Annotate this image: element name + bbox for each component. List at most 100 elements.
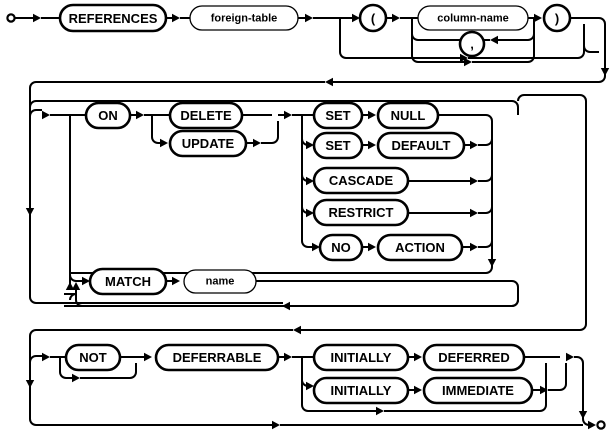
node-match-label: MATCH [105, 274, 151, 289]
join-null-rail [438, 114, 493, 150]
node-action: ACTION [376, 233, 464, 262]
node-comma-shape [458, 30, 486, 58]
arrow-to-rparen [534, 13, 542, 23]
match-branch-rail [69, 115, 82, 282]
arrow-row2-entry [42, 110, 50, 120]
update-branch-rail [151, 115, 160, 144]
node-deferred: DEFERRED [422, 343, 526, 372]
columnname-loop-skip-right [472, 46, 535, 63]
arrow-wrap2-left [293, 325, 301, 335]
wrap1-right-down [570, 17, 606, 76]
columnname-loop-skip-left [411, 46, 464, 63]
track-end-circle [596, 420, 606, 430]
arrow-match-to-name [172, 276, 180, 286]
arrow-after-update [253, 138, 261, 148]
row2-entry-stub [29, 109, 42, 117]
join-restrict-rail [478, 186, 493, 214]
wrap2-right-down-left [301, 101, 587, 331]
node-match: MATCH [88, 267, 168, 296]
arrow-to-match [82, 276, 90, 286]
node-update-label: UPDATE [182, 136, 235, 151]
rail-stub-setdefault [301, 138, 312, 146]
node-deferred-label: DEFERRED [438, 350, 510, 365]
node-rparen: ) [542, 3, 572, 33]
join-default-rail [478, 121, 493, 146]
node-set-null: SET [312, 101, 364, 130]
rail-stub-restrict [301, 206, 312, 214]
node-cascade-label: CASCADE [329, 173, 394, 188]
arrow-to-update [160, 138, 168, 148]
node-set-default-label: SET [325, 138, 350, 153]
node-initially-deferred-label: INITIALLY [331, 350, 392, 365]
on-loop-return-line [70, 121, 493, 274]
node-cascade: CASCADE [312, 166, 410, 195]
arrow-after-immediate [540, 385, 548, 395]
initially-bypass-rail [301, 357, 376, 412]
arrow-initially-to-deferred [414, 352, 422, 362]
row3-bypass-bottom [29, 400, 272, 426]
node-delete-label: DELETE [180, 108, 232, 123]
node-restrict-label: RESTRICT [329, 205, 394, 220]
wrap2-top-stub [524, 94, 587, 102]
bypass-paren-group-left [339, 18, 460, 59]
arrow-after-action [470, 242, 478, 252]
row2-bypass-bottom [29, 216, 283, 304]
onmatch-loop-corner [64, 293, 77, 301]
node-name-label: name [206, 276, 235, 288]
node-rparen-label: ) [555, 11, 559, 26]
node-restrict: RESTRICT [312, 198, 410, 227]
node-immediate-label: IMMEDIATE [442, 383, 514, 398]
arrow-onmatch-inner-up [71, 282, 81, 290]
action-alternatives-rail [301, 115, 312, 248]
join-cascade-rail [478, 152, 493, 182]
arrow-initially-to-immediate [414, 385, 422, 395]
arrow-row3-bypass-down [25, 380, 35, 388]
arrow-initially-bypass [376, 406, 384, 416]
rail-stub-cascade [301, 174, 312, 182]
node-initially-immediate-label: INITIALLY [331, 383, 392, 398]
arrow-to-initially-immediate [306, 381, 314, 391]
node-name: name [183, 269, 257, 294]
arrow-after-cascade [470, 176, 478, 186]
node-references: REFERENCES [58, 3, 168, 33]
node-default: DEFAULT [376, 131, 466, 160]
track-start-circle [6, 13, 16, 23]
arrow-to-end-circle [588, 420, 596, 430]
arrow-not-bypass [72, 373, 80, 383]
row3-entry-stub [29, 355, 42, 363]
arrow-after-restrict [470, 208, 478, 218]
node-null-label: NULL [391, 108, 426, 123]
node-on-label: ON [98, 108, 118, 123]
node-lparen: ( [358, 3, 388, 33]
node-deferrable: DEFERRABLE [154, 343, 280, 372]
arrow-to-deferrable [144, 352, 152, 362]
arrow-to-references [33, 13, 41, 23]
match-join-rail [256, 280, 519, 300]
node-set-default: SET [312, 131, 364, 160]
node-comma-label: , [470, 37, 474, 52]
onmatch-inner-return [75, 299, 519, 307]
node-no-label: NO [331, 240, 351, 255]
wrap1-into-row2 [29, 81, 325, 110]
arrow-comma-loop-back [490, 35, 498, 45]
row2-group-top-rail [29, 100, 519, 115]
node-comma: , [458, 30, 486, 58]
node-foreign-table-label: foreign-table [211, 13, 278, 25]
arrow-after-default [470, 140, 478, 150]
arrow-on-loop-down [487, 259, 497, 267]
arrow-wrap1-down [600, 68, 610, 76]
node-initially-immediate: INITIALLY [312, 376, 410, 405]
arrow-after-foreign-table [305, 13, 313, 23]
not-bypass-left [59, 357, 72, 379]
node-default-label: DEFAULT [392, 138, 451, 153]
join-action-rail [478, 218, 493, 248]
initially-bypass-right [384, 363, 547, 412]
wrap1-back-left [333, 75, 606, 83]
arrow-columnname-loop-skip [464, 57, 472, 67]
update-join-up [261, 121, 279, 144]
arrow-after-on [136, 110, 144, 120]
node-initially-deferred: INITIALLY [312, 343, 410, 372]
bypass-paren-group-right [468, 24, 585, 59]
